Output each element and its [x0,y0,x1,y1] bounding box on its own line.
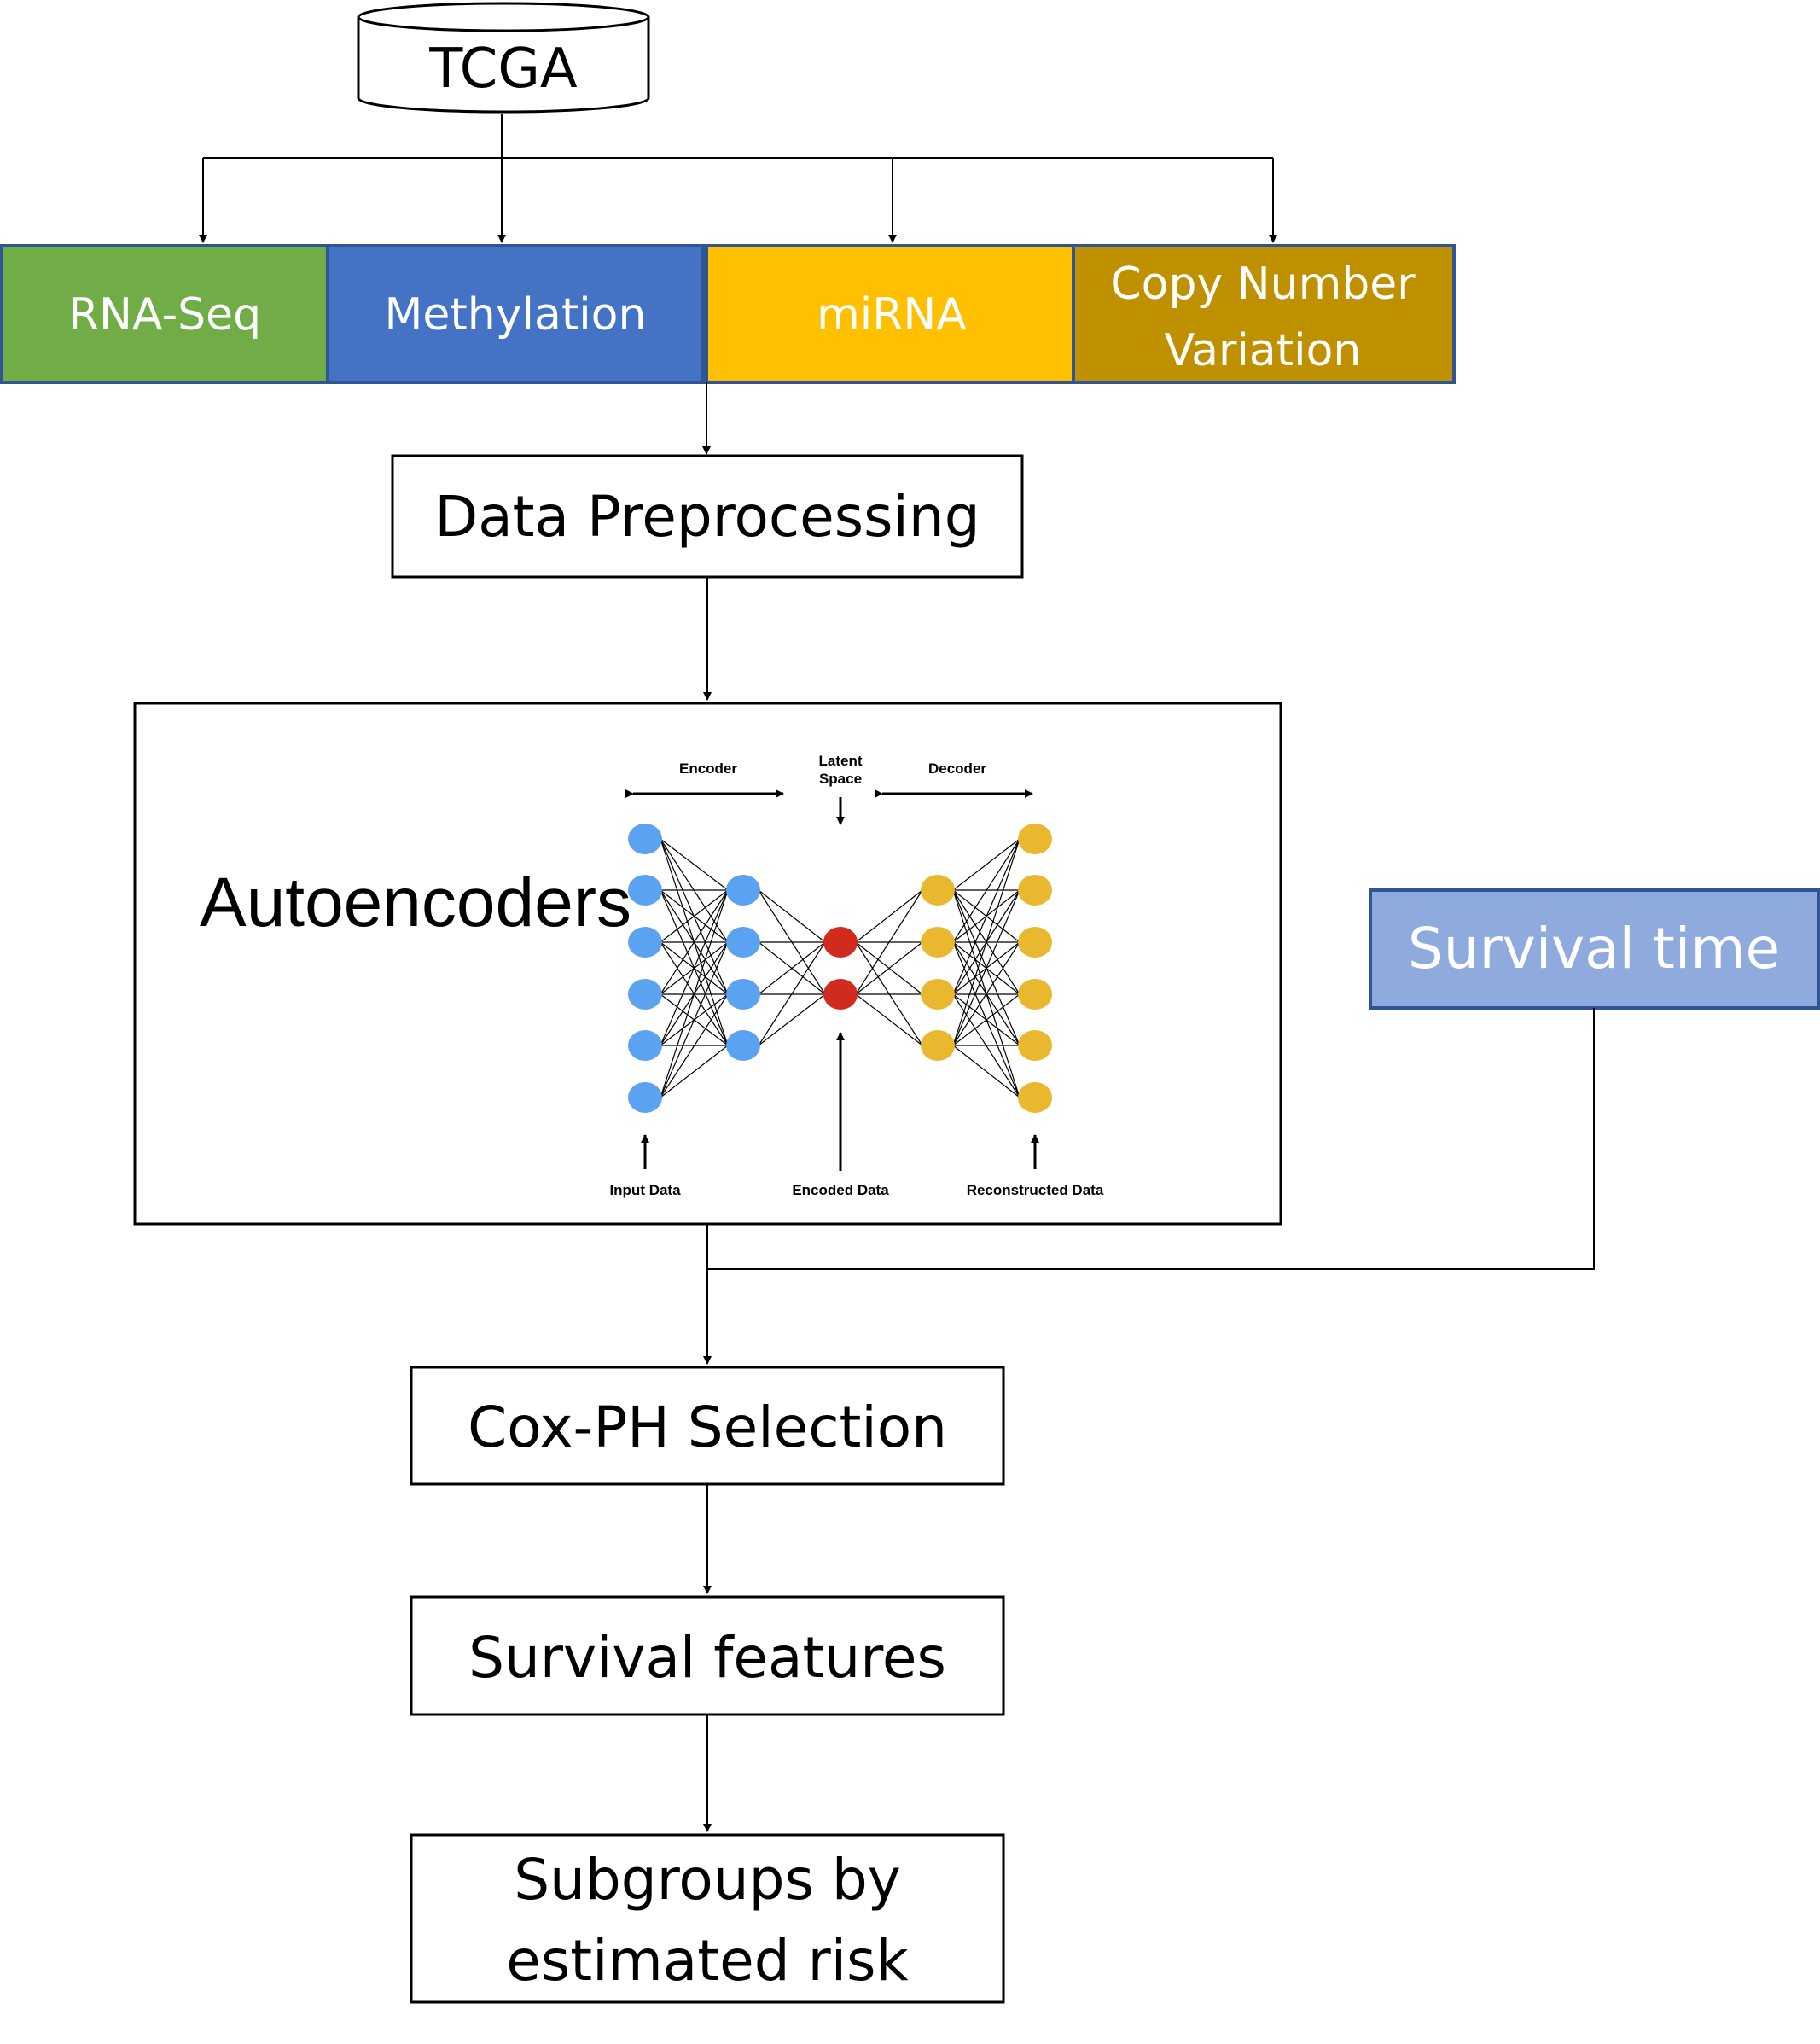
tcga-connectors [199,114,1277,243]
rnaseq-box [0,244,329,384]
autoencoder-figure: Encoder Latent Space Decoder Input Data … [609,753,1103,1198]
encoder-hidden-node [726,875,760,906]
survival-features-label: Survival features [468,1625,946,1691]
coxph-selection-step: Cox-PH Selection [410,1366,1005,1486]
encoded-data-label: Encoded Data [792,1182,889,1198]
input-node [628,824,662,854]
network-edge [660,1045,729,1098]
copy-number-variation-box [1072,244,1456,384]
autoencoder-nodes [628,824,1052,1113]
decoder-hidden-node [921,979,955,1010]
latent-space-label-line2: Space [819,771,862,787]
reconstructed-data-label: Reconstructed Data [967,1182,1104,1198]
network-edge [952,941,1020,1046]
network-edge [952,889,1020,1046]
survival-features-step: Survival features [410,1595,1005,1716]
merge-connectors [703,1008,1595,1365]
input-node [628,979,662,1010]
network-edge [952,838,1020,943]
network-edge [660,889,729,943]
network-edge [855,941,923,995]
subgroups-step: Subgroups by estimated risk [410,1833,1005,2004]
output-node [1018,875,1052,906]
cnv-label-line2: Variation [1165,325,1362,376]
network-edge [660,889,729,995]
survival-time-input: Survival time [1369,888,1820,1010]
network-edge [855,889,923,995]
network-edge [952,1045,1020,1098]
network-edge [660,889,729,1098]
output-node [1018,979,1052,1010]
latent-node [823,979,858,1010]
database-icon-top [357,2,650,32]
network-edge [660,889,729,1046]
decoder-label: Decoder [928,760,986,777]
network-edge [952,838,1020,995]
network-edge [758,889,826,943]
encoder-hidden-node [726,927,760,958]
network-edge [758,993,826,1046]
subgroups-label-line2: estimated risk [506,1928,909,1994]
decoder-hidden-node [921,927,955,958]
rnaseq-label: RNA-Seq [68,289,261,341]
network-edge [855,993,923,1046]
latent-node [823,927,858,958]
input-node [628,1030,662,1061]
tcga-label: TCGA [428,38,578,101]
autoencoder-connections [660,838,1020,1098]
cnv-label-line1: Copy Number [1110,259,1416,310]
subgroups-label-line1: Subgroups by [514,1847,901,1913]
data-preprocessing-step: Data Preprocessing [391,454,1024,579]
methylation-box [326,244,705,384]
preprocessing-label: Data Preprocessing [434,484,980,550]
network-edge [758,941,826,1046]
mirna-box [705,244,1075,384]
input-data-label: Input Data [609,1182,681,1198]
latent-space-label-line1: Latent [819,753,863,769]
output-node [1018,1030,1052,1061]
network-edge [855,889,923,943]
encoder-label: Encoder [679,760,737,777]
decoder-hidden-node [921,875,955,906]
coxph-label: Cox-PH Selection [468,1395,947,1460]
tcga-database: TCGA [357,2,650,114]
decoder-hidden-node [921,1030,955,1061]
encoder-hidden-node [726,1030,760,1061]
output-node [1018,1082,1052,1113]
database-icon [357,17,650,114]
network-edge [660,941,729,1098]
output-node [1018,824,1052,854]
input-node [628,927,662,958]
network-edge [660,993,729,1098]
autoencoders-label: Autoencoders [200,864,631,941]
output-node [1018,927,1052,958]
network-edge [952,838,1020,891]
input-node [628,1082,662,1113]
omics-row: RNA-Seq Methylation miRNA Copy Number Va… [0,244,1456,384]
network-edge [952,838,1020,1046]
network-edge [758,941,826,995]
mirna-label: miRNA [817,289,967,341]
network-edge [660,838,729,891]
autoencoders-step: Autoencoders Encoder Latent Space Decode… [133,702,1282,1226]
encoder-hidden-node [726,979,760,1010]
survival-time-label: Survival time [1408,916,1780,981]
methylation-label: Methylation [385,289,647,341]
input-node [628,875,662,906]
network-edge [952,993,1020,1046]
